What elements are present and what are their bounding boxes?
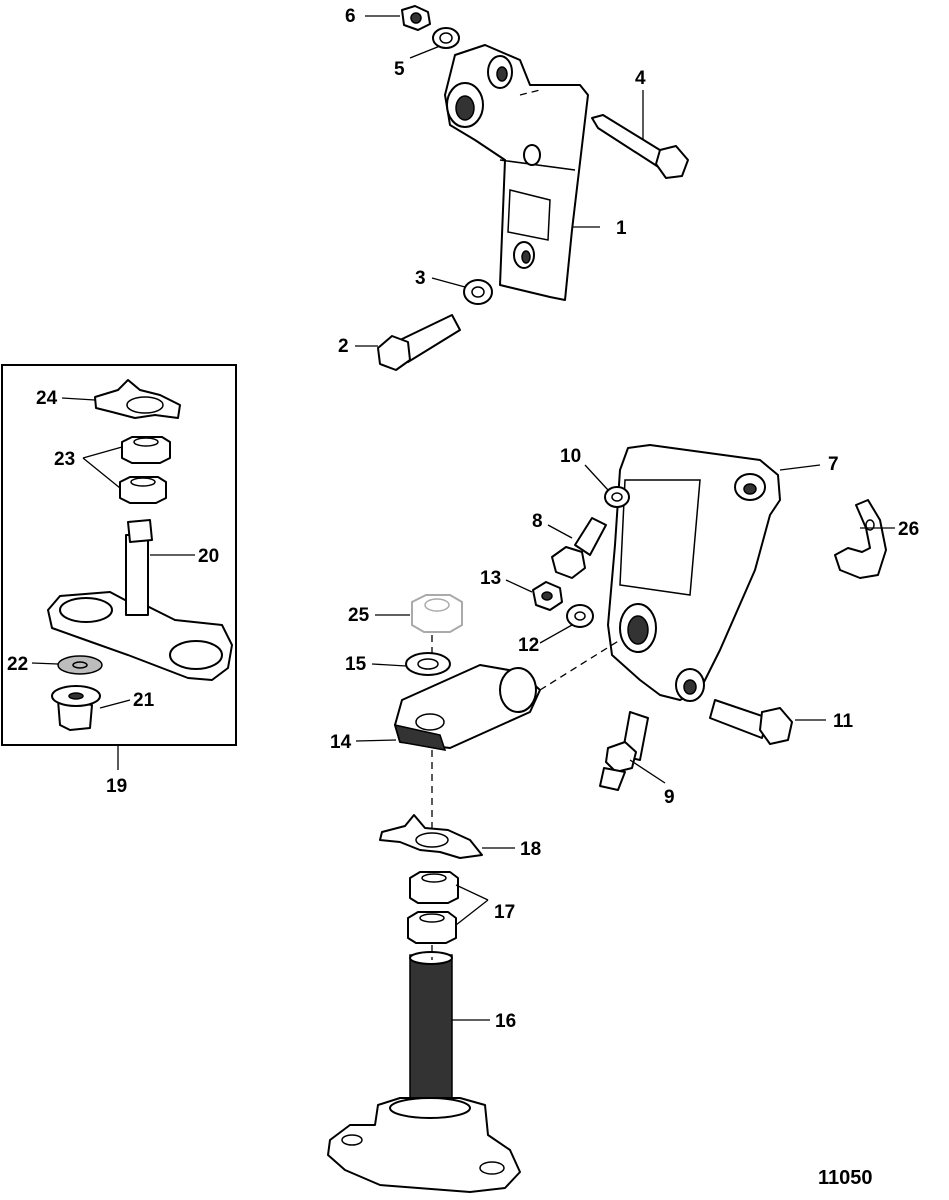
callout-7: 7	[828, 454, 839, 475]
callout-17: 17	[494, 902, 515, 923]
nut-25	[411, 594, 463, 633]
bushing-21	[51, 685, 101, 731]
upper-bracket	[444, 44, 589, 301]
bolt-11	[709, 699, 793, 745]
callout-25: 25	[348, 605, 370, 626]
hex-nut-23a	[121, 436, 171, 464]
callout-26: 26	[898, 519, 919, 540]
inset-frame	[1, 364, 237, 746]
hex-nut-23b	[119, 476, 167, 504]
callout-20: 20	[198, 546, 219, 567]
nut-17b	[407, 911, 457, 944]
stud-9	[599, 711, 649, 791]
callout-23: 23	[54, 449, 75, 470]
stud-plate-20	[47, 519, 233, 681]
link-14	[393, 664, 541, 751]
nut-13	[532, 581, 563, 611]
nut-17a	[409, 871, 459, 904]
callout-16: 16	[495, 1011, 516, 1032]
callout-15: 15	[345, 654, 367, 675]
bolt-4	[591, 114, 689, 179]
callout-6: 6	[345, 6, 356, 27]
callout-labels: 6 5 4 1 3 2 24 23 20 22 21 19 10 7 8 26 …	[7, 6, 919, 1189]
lock-washer-3	[463, 279, 493, 305]
callout-11: 11	[833, 711, 854, 732]
callout-14: 14	[330, 732, 352, 753]
callout-22: 22	[7, 654, 28, 675]
alignment-lines	[431, 89, 621, 960]
washer-10	[604, 486, 630, 508]
callout-18: 18	[520, 839, 541, 860]
lock-washer-15	[405, 652, 451, 676]
callout-4: 4	[635, 68, 646, 89]
figure-number: 11050	[818, 1167, 873, 1189]
callout-10: 10	[560, 446, 581, 467]
callout-3: 3	[415, 268, 426, 289]
callout-21: 21	[133, 690, 155, 711]
clamp-26	[834, 499, 887, 579]
leader-lines	[31, 15, 895, 1021]
callout-24: 24	[36, 388, 58, 409]
hex-nut-6	[401, 5, 431, 31]
mount-16	[327, 951, 521, 1193]
tab-washer-24	[94, 379, 181, 419]
bolt-8	[551, 517, 607, 579]
callout-12: 12	[518, 635, 539, 656]
callout-9: 9	[664, 787, 675, 808]
tab-washer-18	[379, 814, 483, 859]
callout-13: 13	[480, 568, 501, 589]
bolt-2	[377, 314, 461, 371]
lock-washer-5	[432, 27, 460, 49]
washer-12	[566, 604, 594, 628]
callout-2: 2	[338, 336, 349, 357]
callout-5: 5	[394, 59, 405, 80]
callout-8: 8	[532, 511, 543, 532]
callout-19: 19	[106, 776, 127, 797]
callout-1: 1	[616, 218, 627, 239]
washer-22	[57, 655, 103, 675]
lower-bracket-7	[607, 444, 781, 702]
